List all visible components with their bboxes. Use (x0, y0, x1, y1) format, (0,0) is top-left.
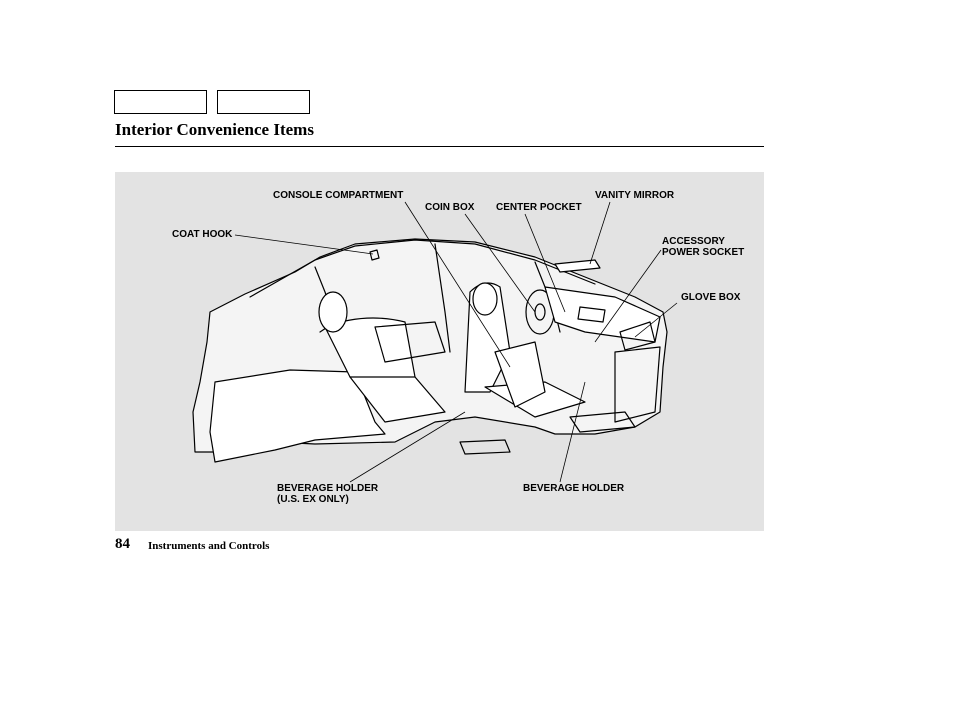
rear-headrest (318, 291, 348, 333)
leader-center-pocket (524, 213, 566, 313)
leader-coin-box (464, 213, 536, 313)
page-number: 84 (115, 536, 130, 552)
callout-beverage-holder-front: BEVERAGE HOLDER (523, 483, 625, 494)
callout-vanity-mirror: VANITY MIRROR (595, 190, 675, 201)
b-pillar (434, 243, 451, 353)
leader-beverage-holder-front (559, 381, 586, 483)
leader-coat-hook (234, 234, 374, 255)
callout-center-pocket: CENTER POCKET (496, 202, 582, 213)
leader-vanity-mirror (589, 201, 611, 265)
callout-glove-box: GLOVE BOX (681, 292, 741, 303)
front-headrest (472, 282, 498, 316)
page-title: Interior Convenience Items (115, 120, 314, 139)
rear-seat-cushion (349, 376, 446, 423)
front-door-panel (614, 346, 661, 423)
sun-visor (554, 259, 601, 273)
title-divider (115, 146, 764, 147)
callout-beverage-rear-line2: (U.S. EX ONLY) (277, 494, 349, 505)
callout-accessory-power-socket: ACCESSORY POWER SOCKET (662, 236, 744, 258)
leader-console-compartment (404, 201, 511, 368)
car-interior-illustration: CONSOLE COMPARTMENT COIN BOX CENTER POCK… (115, 172, 764, 531)
callout-beverage-holder-rear: BEVERAGE HOLDER (U.S. EX ONLY) (277, 483, 378, 505)
callout-beverage-rear-line1: BEVERAGE HOLDER (277, 483, 379, 494)
center-console (494, 341, 546, 408)
leader-beverage-holder-rear (349, 411, 466, 483)
dash-vents (577, 306, 606, 323)
glove-box-door (619, 321, 656, 351)
floor-mat-rear (459, 439, 511, 455)
callout-console-compartment: CONSOLE COMPARTMENT (273, 190, 404, 201)
rear-door-panel (374, 321, 446, 363)
section-name: Instruments and Controls (148, 540, 270, 552)
callout-accessory-line2: POWER SOCKET (662, 247, 745, 258)
callout-coin-box: COIN BOX (425, 202, 475, 213)
car-interior-drawing (192, 201, 678, 483)
coat-hook-part (369, 249, 380, 261)
callout-accessory-line1: ACCESSORY (662, 236, 725, 247)
floor-mat-front (569, 411, 636, 433)
leader-glove-box (634, 302, 678, 338)
leader-accessory-socket (594, 249, 662, 343)
roof-line (249, 239, 596, 298)
nav-button-previous[interactable] (114, 90, 207, 114)
nav-button-next[interactable] (217, 90, 310, 114)
callout-coat-hook: COAT HOOK (172, 229, 233, 240)
